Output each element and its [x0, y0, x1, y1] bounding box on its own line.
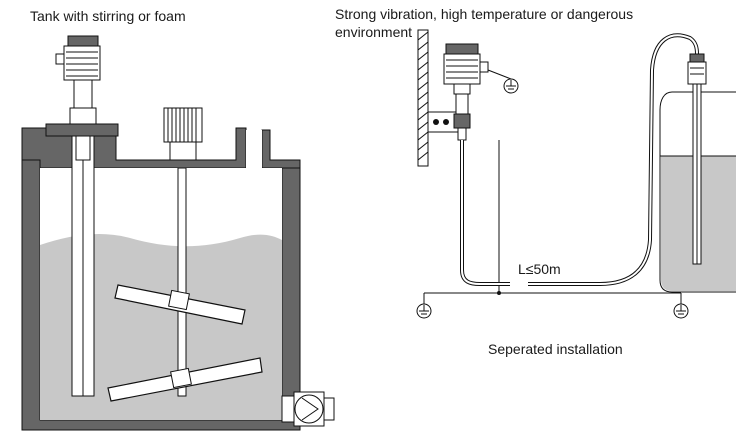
- sensor-flange: [45, 123, 119, 137]
- right-install: [416, 29, 736, 319]
- ground-icon: [673, 303, 689, 319]
- mounting-wall: [417, 29, 429, 167]
- left-title: Tank with stirring or foam: [30, 8, 186, 24]
- agitator-blade-upper: [114, 284, 246, 325]
- ground-icon: [503, 78, 519, 94]
- left-tank: [21, 35, 335, 431]
- probe-sensor: [687, 53, 707, 265]
- tank-opening: [246, 130, 262, 168]
- separated-install-caption: Seperated installation: [488, 341, 623, 357]
- tank-wall-right-top: [261, 129, 301, 169]
- agitator-shaft: [177, 167, 187, 397]
- right-title-line1: Strong vibration, high temperature or da…: [335, 6, 634, 22]
- ground-icon: [416, 303, 432, 319]
- outlet-pump: [281, 391, 335, 427]
- cable-length-label: L≤50m: [518, 261, 561, 277]
- connection-cable: [460, 140, 510, 286]
- sensor-head: [55, 35, 101, 125]
- right-title-line2: environment: [335, 24, 413, 40]
- agitator-motor: [163, 107, 203, 161]
- remote-head: [443, 43, 489, 141]
- agitator-blade-lower: [107, 357, 263, 402]
